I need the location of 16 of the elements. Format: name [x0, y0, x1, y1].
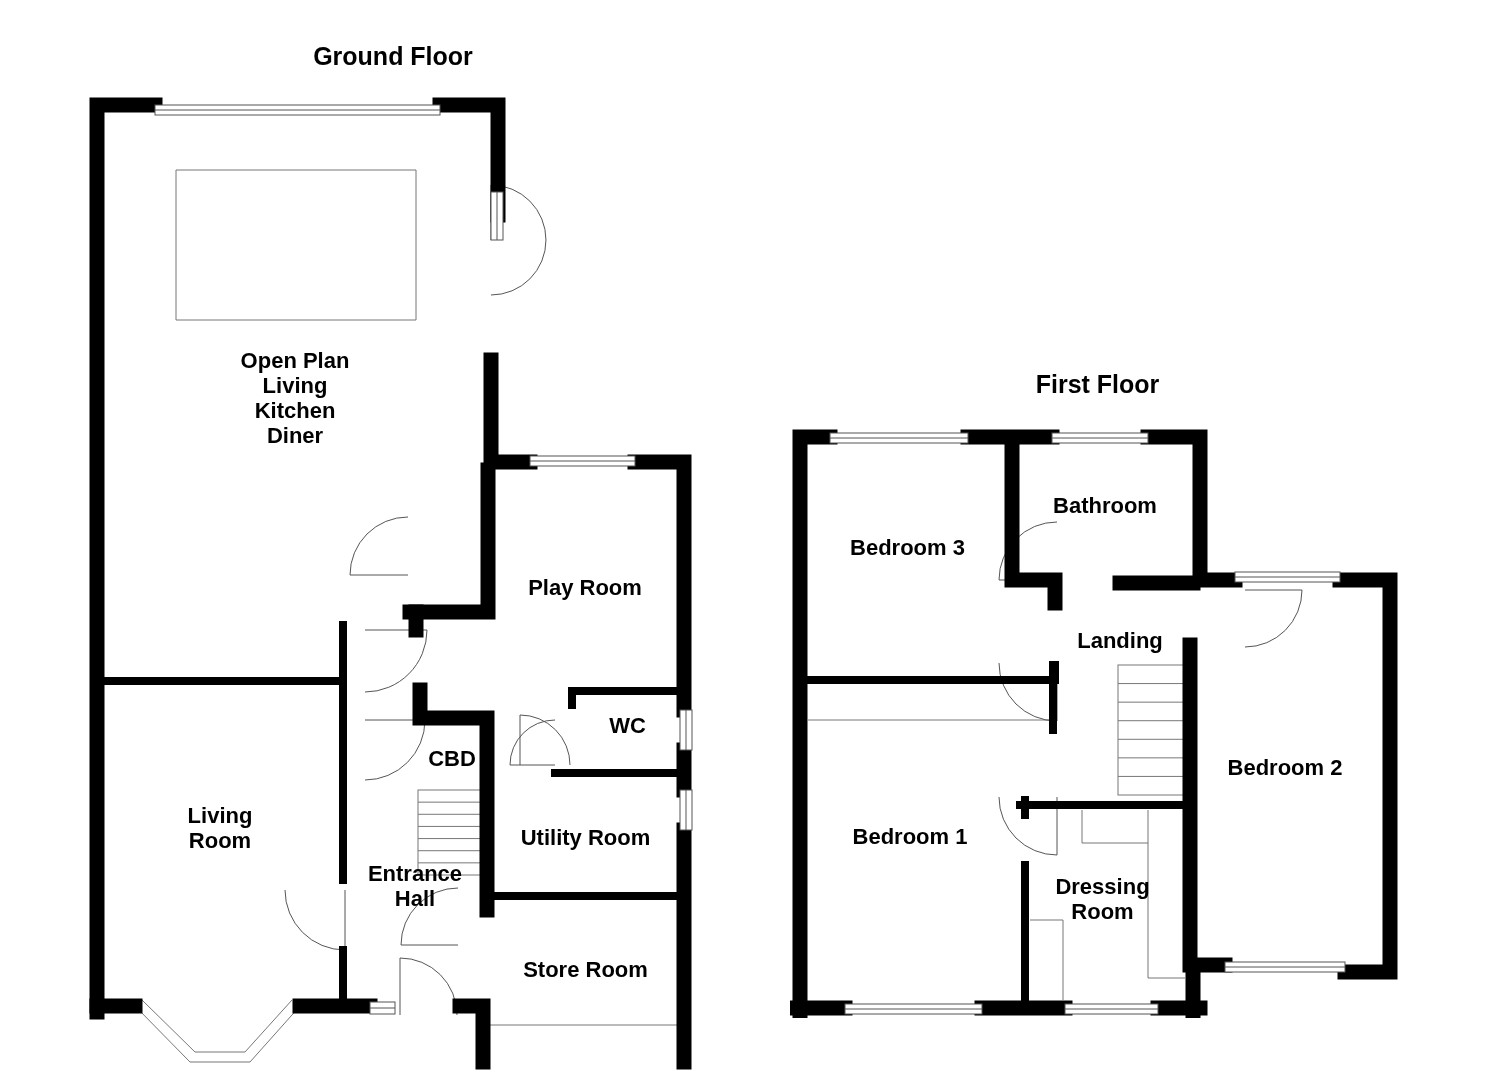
- room-label: Living Room: [186, 802, 254, 853]
- room-label: Dressing Room: [1054, 874, 1151, 924]
- floor-heading: First Floor: [1034, 370, 1161, 399]
- floor-heading: Ground Floor: [312, 42, 474, 71]
- room-label: Entrance Hall: [366, 861, 464, 911]
- room-label: Bathroom: [1052, 492, 1158, 518]
- room-label: Bedroom 2: [1226, 755, 1344, 780]
- room-label: Bedroom 3: [849, 535, 966, 560]
- room-label: Play Room: [527, 575, 643, 600]
- room-label: CBD: [427, 745, 477, 771]
- room-label: Landing: [1076, 627, 1164, 653]
- room-label: Bedroom 1: [851, 823, 969, 849]
- room-label: Store Room: [522, 956, 649, 982]
- room-label: Open Plan Living Kitchen Diner: [240, 347, 350, 448]
- room-label: WC: [608, 712, 647, 738]
- room-label: Utility Room: [520, 825, 651, 850]
